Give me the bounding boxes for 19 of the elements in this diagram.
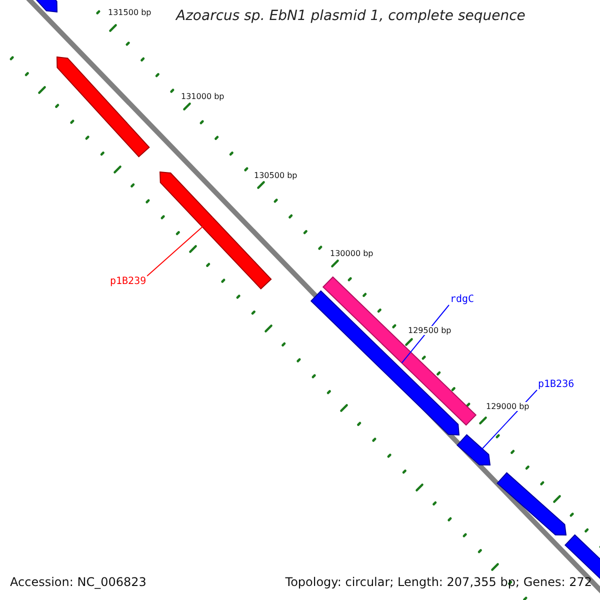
gene-feature-bar	[496, 472, 567, 536]
gene-feature-bar	[322, 276, 477, 426]
scale-label: 130500 bp	[254, 171, 298, 180]
scale-label: 129000 bp	[486, 402, 530, 411]
leader-line	[146, 217, 214, 276]
map-title: Azoarcus sp. EbN1 plasmid 1, complete sequence	[176, 8, 526, 24]
accession-text: Accession: NC_006823	[10, 575, 146, 589]
gene-label: p1B239	[110, 276, 146, 287]
scale-label: 131000 bp	[181, 92, 224, 101]
gene-label: p1B236	[538, 379, 574, 390]
sequence-info-text: Topology: circular; Length: 207,355 bp; Genes: 272	[285, 575, 592, 589]
scale-label: 130000 bp	[330, 249, 374, 258]
gene-feature-bar	[56, 56, 150, 158]
gene-feature-bar	[456, 434, 491, 466]
scale-label: 131500 bp	[108, 8, 152, 17]
leader-line	[472, 390, 538, 460]
gene-label: rdgC	[450, 294, 474, 305]
scale-label: 129500 bp	[408, 326, 452, 335]
leader-line	[401, 304, 450, 364]
